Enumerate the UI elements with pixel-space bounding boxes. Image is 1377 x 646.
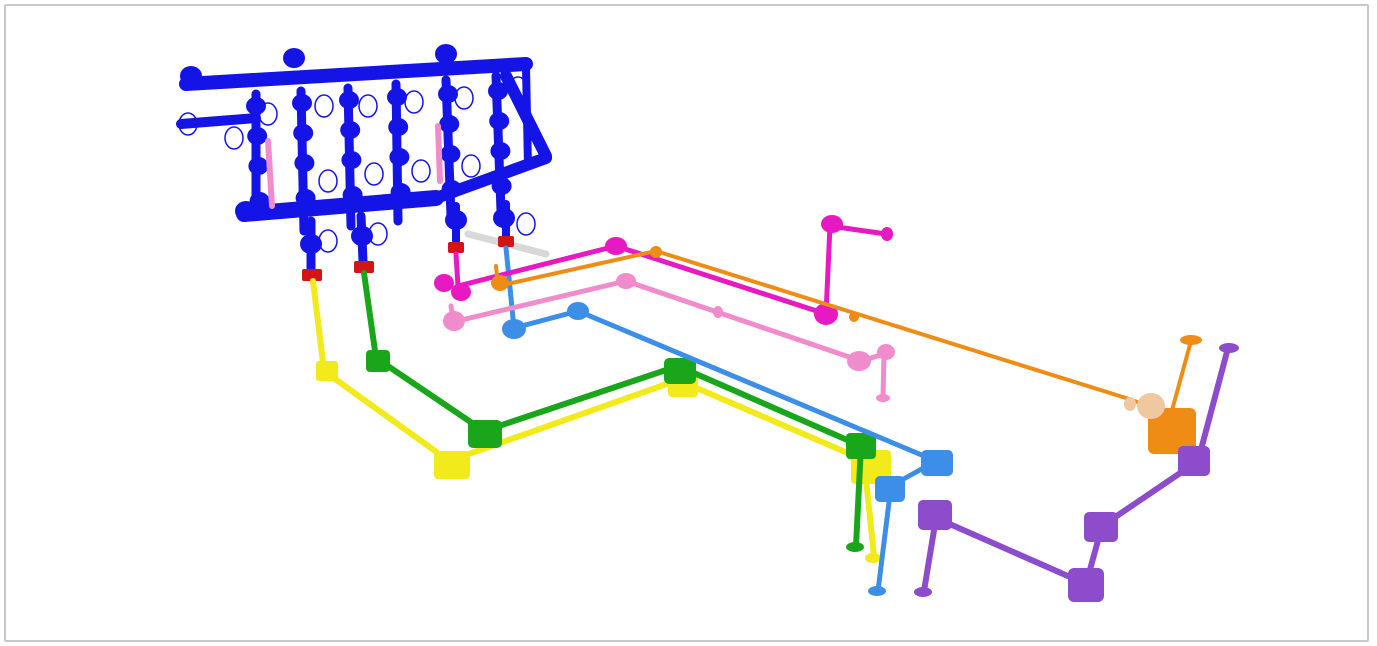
handwheel-icon <box>508 76 528 100</box>
valve-body <box>351 226 373 246</box>
valve-body <box>294 154 315 172</box>
valve-body <box>489 112 510 130</box>
handwheel-icon <box>178 112 198 136</box>
handwheel-icon <box>461 154 481 178</box>
valve-body <box>390 183 411 201</box>
valve-body <box>491 177 512 195</box>
magenta-pipe-line <box>434 215 893 325</box>
valve-body <box>247 127 268 145</box>
manifold-assembly <box>176 44 552 273</box>
valve-body <box>490 142 511 160</box>
valve-body <box>293 124 314 142</box>
pink-pipe-line <box>443 273 895 402</box>
handwheel-icon <box>516 212 536 236</box>
handwheel-icon <box>368 222 388 246</box>
valve-body <box>300 234 322 254</box>
valve-body <box>339 91 359 109</box>
valve-body <box>488 82 508 100</box>
handwheel-icon <box>224 126 244 150</box>
green-pipe-line <box>361 270 876 552</box>
valve-body <box>493 208 515 228</box>
valve-body <box>248 157 269 175</box>
valve-body <box>342 186 363 204</box>
valve-body <box>246 97 266 115</box>
handwheel-icon <box>358 94 378 118</box>
valve-body <box>439 115 460 133</box>
handwheel-icon <box>364 162 384 186</box>
valve-body <box>292 94 312 112</box>
handwheel-icon <box>454 86 474 110</box>
valve-body <box>441 180 462 198</box>
valve-body <box>341 151 362 169</box>
valve-body <box>387 88 407 106</box>
valve-body <box>235 201 257 221</box>
valve-body <box>440 145 461 163</box>
valve-body <box>435 44 457 64</box>
valve-body <box>438 85 458 103</box>
orange-pipe-line <box>491 246 1202 454</box>
handwheel-icon <box>318 229 338 253</box>
valve-body <box>388 118 409 136</box>
red-flanges <box>302 236 514 281</box>
valve-body <box>295 189 316 207</box>
handwheel-icon <box>258 102 278 126</box>
valve-body <box>283 48 305 68</box>
valve-body <box>340 121 361 139</box>
light-blue-pipe-line <box>502 245 953 596</box>
handwheel-icon <box>318 169 338 193</box>
handwheel-icon <box>404 90 424 114</box>
purple-pipe-line <box>914 343 1239 602</box>
yellow-pipe-line <box>310 278 891 563</box>
valve-body <box>445 210 467 230</box>
handwheel-icon <box>411 159 431 183</box>
piping-diagram <box>176 44 1239 602</box>
figure-frame <box>4 4 1369 642</box>
valve-body <box>389 148 410 166</box>
valve-body <box>180 66 202 86</box>
handwheel-icon <box>314 94 334 118</box>
